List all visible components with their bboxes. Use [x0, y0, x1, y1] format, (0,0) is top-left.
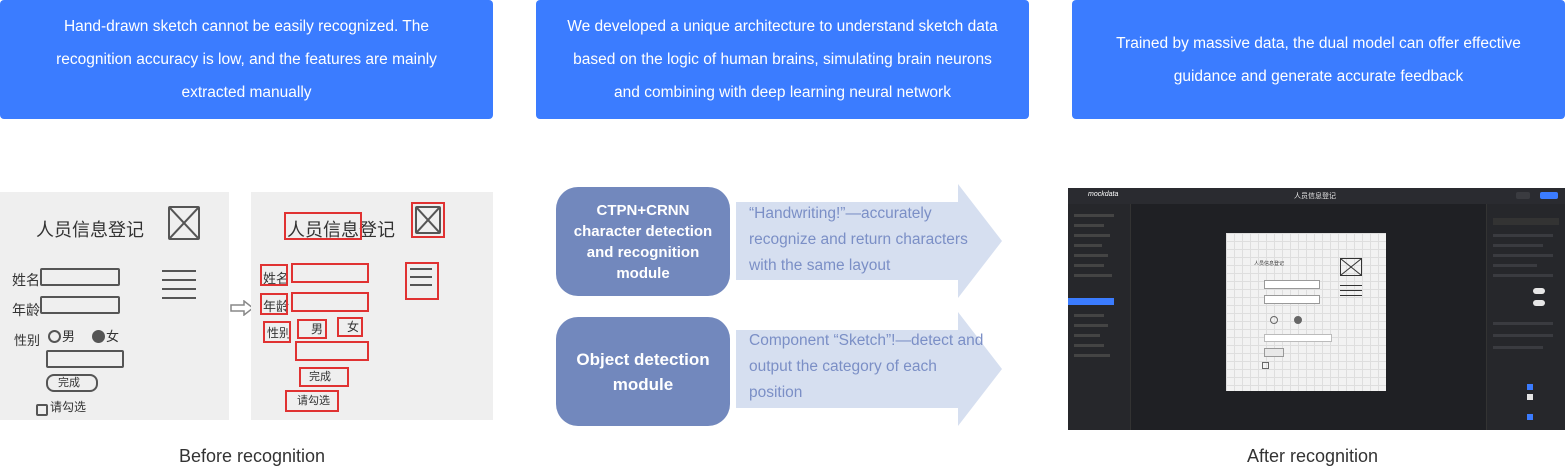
- ctpn-crnn-label: CTPN+CRNN character detection and recogn…: [573, 201, 713, 282]
- editor-property-panel: [1486, 204, 1565, 430]
- after-caption: After recognition: [1246, 446, 1379, 466]
- image-placeholder-detected: [415, 206, 441, 234]
- checkbox-sketch: [36, 404, 48, 416]
- sketch-age-label: 年龄: [12, 303, 40, 319]
- detection-box: [299, 367, 349, 387]
- color-swatch[interactable]: [1527, 384, 1533, 390]
- editor-screenshot: mockdata 人员信息登记 人员信息登记: [1068, 188, 1565, 430]
- canvas-image-placeholder: [1340, 258, 1362, 276]
- detection-box: [411, 202, 445, 238]
- detected-submit: 完成: [309, 370, 331, 383]
- sketch-female: 女: [106, 330, 120, 345]
- detected-female: 女: [347, 320, 360, 334]
- text-lines-sketch: [162, 270, 196, 299]
- canvas-age-field: [1264, 295, 1320, 304]
- detected-male: 男: [311, 322, 324, 336]
- canvas-select-field: [1264, 334, 1332, 342]
- problem-card: Hand-drawn sketch cannot be easily recog…: [0, 0, 493, 119]
- detection-box: [405, 262, 439, 300]
- detected-sketch-photo: 人员信息登记 姓名 年龄 性别 男 女 完成 请勾选: [251, 192, 493, 420]
- canvas-form-title: 人员信息登记: [1254, 261, 1285, 267]
- name-field-sketch: [40, 268, 120, 286]
- detection-box: [297, 319, 327, 339]
- canvas-submit-button: [1264, 348, 1284, 357]
- before-caption: Before recognition: [178, 446, 326, 466]
- male-radio-sketch: [48, 330, 61, 343]
- detection-box: [295, 341, 369, 361]
- object-detection-module: Object detection module: [556, 317, 730, 426]
- age-field-sketch: [40, 296, 120, 314]
- select-field-sketch: [46, 350, 124, 368]
- canvas-radio-group: [1270, 316, 1278, 324]
- toggle-switch[interactable]: [1533, 300, 1545, 306]
- detection-box: [284, 212, 362, 240]
- problem-text: Hand-drawn sketch cannot be easily recog…: [56, 18, 437, 101]
- detected-name-label: 姓名: [263, 272, 290, 287]
- detected-age-label: 年龄: [263, 300, 290, 315]
- architecture-card: We developed a unique architecture to un…: [536, 0, 1029, 119]
- model-card: Trained by massive data, the dual model …: [1072, 0, 1565, 119]
- sketch-title: 人员信息登记: [36, 220, 144, 241]
- arrow-shape: [736, 312, 1002, 426]
- canvas-name-field: [1264, 280, 1320, 289]
- detected-title: 人员信息登记: [287, 220, 395, 241]
- editor-canvas: 人员信息登记: [1226, 233, 1386, 391]
- detected-gender-label: 性别: [267, 326, 292, 340]
- layer-selected[interactable]: [1068, 298, 1114, 305]
- detection-box: [291, 292, 369, 312]
- image-placeholder-sketch: [168, 206, 200, 240]
- detected-checkbox-label: 请勾选: [297, 394, 330, 407]
- editor-layer-panel: [1068, 204, 1131, 430]
- ctpn-crnn-module: CTPN+CRNN character detection and recogn…: [556, 187, 730, 296]
- sketch-submit: 完成: [58, 376, 80, 389]
- color-swatch[interactable]: [1527, 414, 1533, 420]
- female-radio-sketch: [92, 330, 105, 343]
- detection-box: [291, 263, 369, 283]
- toggle-switch[interactable]: [1533, 288, 1545, 294]
- arrow-shape: [736, 184, 1002, 298]
- architecture-text: We developed a unique architecture to un…: [567, 18, 998, 101]
- sketch-gender-label: 性别: [14, 334, 41, 349]
- editor-topbar: mockdata 人员信息登记: [1068, 188, 1565, 204]
- editor-logo: mockdata: [1088, 191, 1119, 198]
- detection-box: [285, 390, 339, 412]
- sketch-checkbox-label: 请勾选: [50, 400, 87, 414]
- detection-box: [263, 321, 291, 343]
- handwriting-description: “Handwriting!”—accurately recognize and …: [749, 205, 968, 274]
- canvas-checkbox: [1262, 362, 1269, 369]
- sketch-description: Component “Sketch”!—detect and output th…: [749, 332, 984, 401]
- detection-box: [337, 317, 363, 337]
- property-tabs[interactable]: [1493, 218, 1559, 225]
- sketch-male: 男: [62, 330, 76, 345]
- detection-box: [260, 293, 288, 315]
- canvas-text-lines: [1340, 285, 1362, 296]
- raw-sketch-photo: 人员信息登记 姓名 年龄 性别 男 女 完成 请勾选: [0, 192, 229, 420]
- submit-button-sketch: [46, 374, 98, 392]
- canvas-radio-checked: [1294, 316, 1302, 324]
- model-text: Trained by massive data, the dual model …: [1116, 34, 1521, 85]
- object-detection-label: Object detection module: [576, 349, 710, 394]
- color-swatch[interactable]: [1527, 394, 1533, 400]
- editor-app-title: 人员信息登记: [1294, 193, 1336, 200]
- editor-publish-button[interactable]: [1540, 192, 1558, 199]
- arrow-right-icon: [230, 300, 254, 316]
- sketch-name-label: 姓名: [12, 273, 40, 289]
- detection-box: [260, 264, 288, 286]
- text-lines-detected: [410, 268, 432, 286]
- editor-preview-button[interactable]: [1516, 192, 1530, 199]
